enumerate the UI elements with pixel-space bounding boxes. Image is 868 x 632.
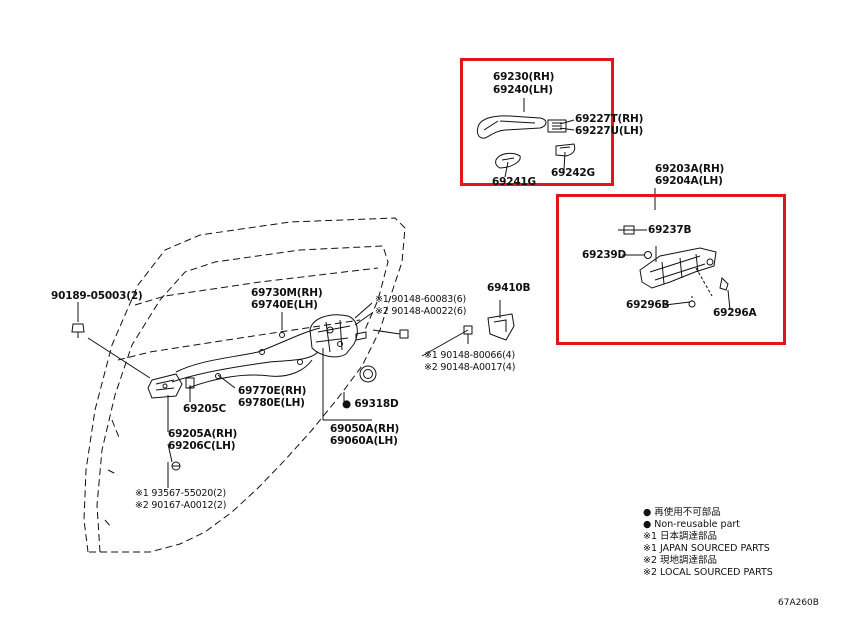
label-69730m: 69730M(RH) xyxy=(251,287,323,299)
label-69318d: ● 69318D xyxy=(342,398,399,410)
label-69237b: 69237B xyxy=(648,224,692,236)
outside-handle xyxy=(476,115,547,139)
label-90148-striker-local: ※2 90148-A0017(4) xyxy=(424,362,516,373)
label-69230: 69230(RH) xyxy=(493,71,555,83)
legend-line-jp-japan-sourced: ※1 日本調達部品 xyxy=(643,531,718,542)
handle-pad-rear xyxy=(555,143,576,157)
label-69205c: 69205C xyxy=(183,403,227,415)
handle-cap xyxy=(547,119,567,133)
label-69205a: 69205A(RH) xyxy=(168,428,238,440)
label-69227-lh: 69227U(LH) xyxy=(575,125,644,137)
handle-screw xyxy=(171,461,181,471)
legend: ● 再使用不可部品 ● Non-reusable part ※1 日本調達部品 … xyxy=(643,507,773,579)
control-cables xyxy=(171,327,321,389)
door-lock-assembly xyxy=(309,314,367,358)
label-69780e: 69780E(LH) xyxy=(238,397,305,409)
legend-line-japan-sourced: ※1 JAPAN SOURCED PARTS xyxy=(643,543,770,554)
label-69296b: 69296B xyxy=(626,299,670,311)
legend-line-non-reusable: ● Non-reusable part xyxy=(643,519,741,530)
label-69242g: 69242G xyxy=(551,167,595,179)
label-69241g: 69241G xyxy=(492,176,536,188)
label-93567: ※1 93567-55020(2) xyxy=(135,488,226,499)
label-90148-lock-jp: ※1 90148-60083(6) xyxy=(375,294,466,305)
lock-seal-ring xyxy=(359,365,377,383)
door-striker xyxy=(487,313,515,341)
label-69740e: 69740E(LH) xyxy=(251,299,318,311)
door-outline xyxy=(83,217,406,553)
label-90167: ※2 90167-A0012(2) xyxy=(135,500,227,511)
label-69296a: 69296A xyxy=(713,307,757,319)
label-90189: 90189-05003(2) xyxy=(51,290,143,302)
striker-screw xyxy=(463,325,473,344)
label-69770e: 69770E(RH) xyxy=(238,385,307,397)
label-69050a: 69050A(RH) xyxy=(330,423,400,435)
legend-line-local-sourced: ※2 LOCAL SOURCED PARTS xyxy=(643,567,773,578)
label-69240: 69240(LH) xyxy=(493,84,553,96)
label-69203a: 69203A(RH) xyxy=(655,163,725,175)
frame-screw xyxy=(688,296,696,308)
label-69227-rh: 69227T(RH) xyxy=(575,113,644,125)
highlight-box-handle-frame xyxy=(556,194,786,345)
label-69410b: 69410B xyxy=(487,282,531,294)
frame-clip xyxy=(623,225,635,235)
legend-line-jp-local-sourced: ※2 現地調達部品 xyxy=(643,555,718,566)
inside-handle-bezel xyxy=(185,377,195,389)
label-90148-striker-jp: ※1 90148-80066(4) xyxy=(424,350,515,361)
inside-handle xyxy=(147,373,183,399)
label-69206c: 69206C(LH) xyxy=(168,440,236,452)
frame-gasket xyxy=(644,251,652,259)
highlight-box-outside-handle xyxy=(460,58,614,186)
label-69060a: 69060A(LH) xyxy=(330,435,398,447)
handle-frame xyxy=(639,247,729,297)
lock-screw xyxy=(399,329,409,339)
legend-line-jp-nonreusable: ● 再使用不可部品 xyxy=(643,507,721,518)
diagram-code: 67A260B xyxy=(778,598,819,608)
clip-90189 xyxy=(71,323,85,338)
label-90148-lock-local: ※2 90148-A0022(6) xyxy=(375,306,467,317)
leader-lines xyxy=(77,98,731,488)
label-69204a: 69204A(LH) xyxy=(655,175,723,187)
label-69239d: 69239D xyxy=(582,249,627,261)
handle-pad-front xyxy=(495,152,521,169)
